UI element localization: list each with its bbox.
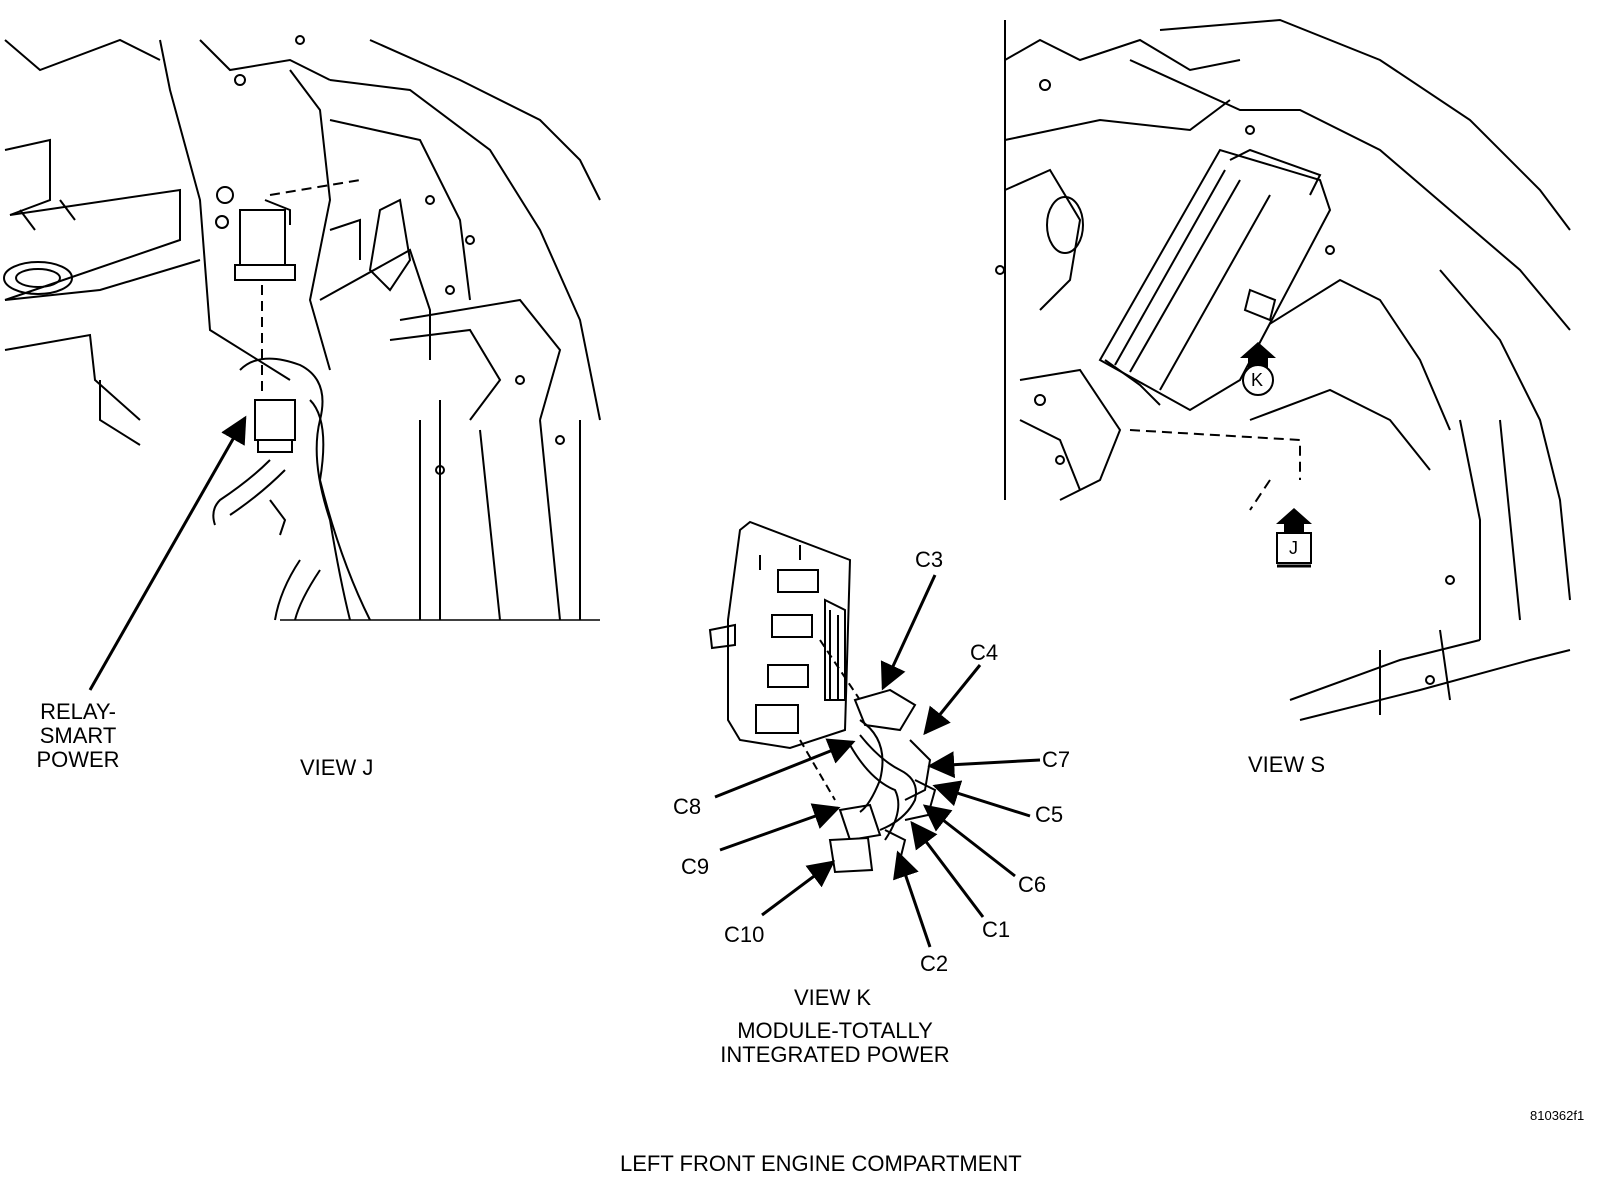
connector-label-c10: C10 [724,922,765,947]
c9-arrow [719,803,841,852]
view-k-title: VIEW K [794,985,872,1010]
c2-arrow [893,850,932,948]
connector-label-c3: C3 [915,547,944,572]
connector-label-c8: C8 [673,794,702,819]
view-k-artwork [708,520,937,874]
c6-arrow [922,804,1016,878]
connector-label-c6: C6 [1018,872,1047,897]
view-j-title: VIEW J [300,755,374,780]
connector-label-c5: C5 [1035,802,1064,827]
c3-arrow [880,574,937,691]
connector-label-c1: C1 [982,917,1011,942]
relay-label-line1: RELAY- [40,699,116,724]
connector-arrows [714,574,1041,948]
callout-k-letter: K [1251,370,1264,390]
connector-label-c9: C9 [681,854,710,879]
module-label: MODULE-TOTALLY INTEGRATED POWER [700,1019,970,1067]
c8-arrow [714,738,856,799]
module-label-line2: INTEGRATED POWER [720,1042,950,1067]
connector-label-c7: C7 [1042,747,1071,772]
relay-pointer-arrow [88,415,247,691]
c7-arrow [927,751,1041,779]
connector-label-c4: C4 [970,640,999,665]
view-s-title: VIEW S [1248,752,1326,777]
callout-k [1240,342,1276,396]
relay-label: RELAY- SMART POWER [28,700,128,772]
view-s-artwork [995,18,1571,721]
c10-arrow [761,860,836,917]
relay-label-line3: POWER [36,747,120,772]
c5-arrow [932,780,1031,818]
view-j-artwork [3,35,601,621]
c4-arrow [923,664,982,736]
callout-j [1276,508,1312,568]
caption: LEFT FRONT ENGINE COMPARTMENT [620,1151,1022,1176]
callout-j-letter: J [1289,538,1298,558]
c1-arrow [910,820,985,918]
module-label-line1: MODULE-TOTALLY [737,1018,933,1043]
figure-number: 810362f1 [1530,1108,1585,1123]
relay-label-line2: SMART [39,723,117,748]
connector-label-c2: C2 [920,951,949,976]
